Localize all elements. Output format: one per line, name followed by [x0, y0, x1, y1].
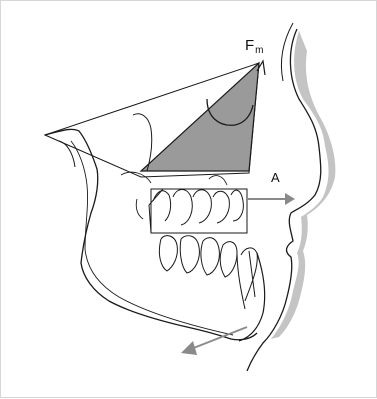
upper-teeth [153, 190, 243, 226]
occlusal-box [151, 189, 247, 233]
arrow-a-head [285, 193, 295, 205]
force-subscript: m [255, 45, 263, 56]
lower-teeth [159, 236, 237, 277]
vector-a-label: A [271, 170, 280, 185]
anterior-teeth [237, 248, 257, 309]
arrow-bottom-head [181, 341, 197, 355]
force-symbol: F [245, 37, 254, 54]
force-triangle [141, 63, 259, 171]
force-label: Fm [245, 37, 263, 54]
coronoid-process [133, 114, 152, 171]
soft-tissue-shadow [271, 31, 335, 339]
